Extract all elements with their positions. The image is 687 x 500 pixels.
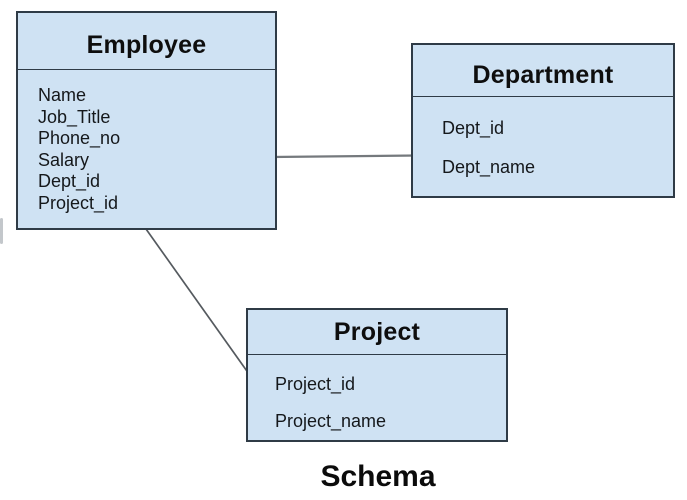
edge-artifact [0, 218, 3, 244]
attribute-project-name: Project_name [275, 411, 387, 431]
entity-department-title: Department [413, 45, 673, 97]
entity-employee-attributes: Name Job_Title Phone_no Salary Dept_id P… [18, 70, 275, 214]
attribute-salary: Salary [38, 149, 90, 170]
entity-employee: Employee Name Job_Title Phone_no Salary … [16, 11, 277, 230]
entity-project-title: Project [248, 310, 506, 355]
attribute-phone-no: Phone_no [38, 128, 121, 148]
attribute-name: Name [38, 85, 87, 105]
diagram-caption: Schema [320, 460, 436, 493]
entity-department: Department Dept_id Dept_name [411, 43, 675, 198]
entity-employee-title: Employee [18, 13, 275, 70]
attribute-dept-name: Dept_name [442, 157, 536, 177]
attribute-dept-id: Dept_id [442, 118, 505, 138]
attribute-project-id: Project_id [38, 192, 119, 213]
attribute-dept-id: Dept_id [38, 171, 101, 191]
entity-project-attributes: Project_id Project_name [248, 355, 506, 440]
connector-employee-department [271, 154, 418, 159]
attribute-project-id: Project_id [275, 374, 356, 394]
attribute-job-title: Job_Title [38, 106, 111, 127]
connector-employee-project [145, 228, 250, 375]
entity-project: Project Project_id Project_name [246, 308, 508, 442]
entity-department-attributes: Dept_id Dept_name [413, 97, 673, 187]
